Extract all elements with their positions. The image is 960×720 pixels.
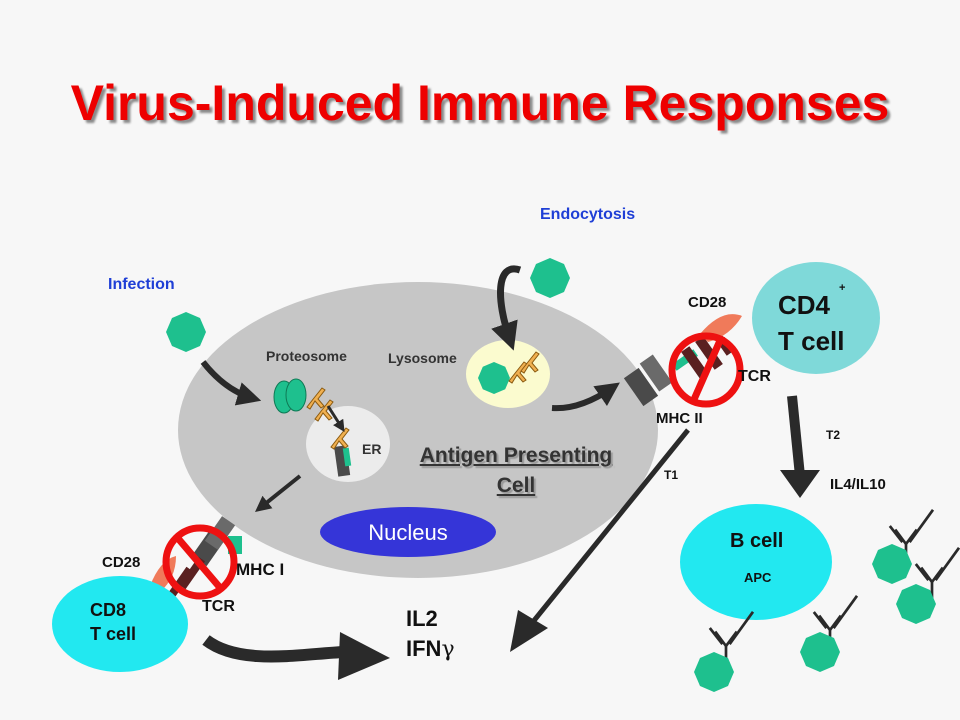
label-b-cell: B cell bbox=[730, 530, 784, 552]
label-cd8: CD8 bbox=[90, 600, 127, 620]
virus-endocytosis bbox=[530, 258, 570, 298]
label-apc-line1: Antigen Presenting bbox=[419, 444, 613, 467]
label-lysosome: Lysosome bbox=[388, 350, 457, 366]
label-infection: Infection bbox=[108, 276, 175, 293]
cd8-t-cell bbox=[52, 576, 188, 672]
inhibit-circle-top bbox=[668, 332, 744, 408]
label-mhc-ii: MHC II bbox=[656, 410, 703, 427]
label-ifn-gamma: IFNγ bbox=[406, 636, 455, 662]
label-er: ER bbox=[362, 441, 382, 457]
proteosome bbox=[273, 378, 307, 414]
label-t-cell-bottom: T cell bbox=[90, 624, 137, 644]
label-gamma: γ bbox=[441, 637, 455, 662]
nucleus bbox=[320, 507, 496, 557]
label-cd4: CD4 bbox=[778, 290, 831, 320]
virus-bcell-2 bbox=[896, 584, 936, 624]
virus-bcell-1 bbox=[872, 544, 912, 584]
label-endocytosis: Endocytosis bbox=[540, 206, 636, 223]
label-cd28-top: CD28 bbox=[688, 294, 727, 311]
label-nucleus: Nucleus bbox=[368, 520, 448, 545]
lysosome-mhcii-arrow bbox=[551, 382, 620, 412]
label-ifn: IFN bbox=[406, 636, 442, 661]
virus-bcell-3 bbox=[800, 632, 840, 672]
virus-infection bbox=[166, 312, 206, 352]
virus-bcell-4 bbox=[694, 652, 734, 692]
t1-arrow bbox=[526, 428, 690, 630]
label-proteosome: Proteosome bbox=[266, 348, 347, 364]
b-cell bbox=[680, 504, 832, 620]
label-apc-small: APC bbox=[744, 570, 772, 585]
cd4-t-cell bbox=[752, 262, 880, 374]
label-mhc-i: MHC I bbox=[236, 560, 285, 579]
endocytosis-arrow bbox=[491, 265, 522, 351]
label-apc-line2: Cell bbox=[496, 474, 536, 497]
label-tcr-top: TCR bbox=[738, 368, 771, 385]
label-t1: T1 bbox=[664, 468, 679, 482]
proteosome-er-arrow bbox=[326, 405, 345, 433]
label-t2: T2 bbox=[826, 428, 841, 442]
label-cd28-bottom: CD28 bbox=[102, 554, 141, 571]
page-title: Virus-Induced Immune Responses bbox=[70, 75, 890, 131]
label-il4-il10: IL4/IL10 bbox=[830, 476, 886, 493]
label-il2: IL2 bbox=[406, 606, 438, 631]
endoplasmic-reticulum bbox=[306, 406, 390, 482]
er-mhci-arrow bbox=[255, 474, 302, 512]
inhibit-circle-bottom bbox=[162, 524, 238, 600]
label-tcr-bottom: TCR bbox=[202, 598, 235, 615]
cd8-il2-arrow bbox=[202, 635, 345, 663]
label-cd4-superscript: + bbox=[839, 282, 846, 294]
infection-arrow bbox=[200, 360, 262, 406]
t2-arrow bbox=[787, 395, 805, 477]
label-t-cell-top: T cell bbox=[778, 326, 845, 356]
